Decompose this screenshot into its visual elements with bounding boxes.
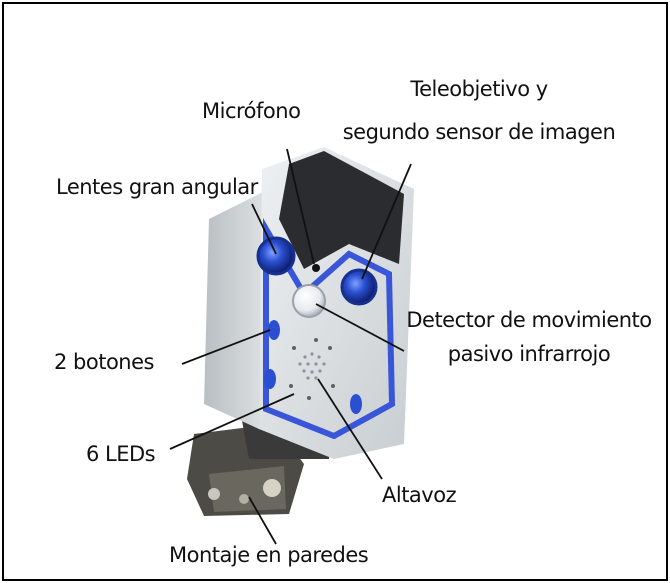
label-buttons: 2 botones <box>54 350 154 374</box>
microphone-hole <box>312 264 320 272</box>
label-wall-mount: Montaje en paredes <box>169 543 369 567</box>
housing-side <box>204 189 269 429</box>
pir-sensor <box>292 284 326 318</box>
label-pir-line2: pasivo infrarrojo <box>447 342 611 366</box>
leader-lines <box>169 148 412 545</box>
label-tele-line2: segundo sensor de imagen <box>342 120 616 144</box>
label-wide-angle: Lentes gran angular <box>56 175 258 199</box>
wide-angle-lens <box>256 236 296 276</box>
led-dots <box>289 338 335 400</box>
button-lower <box>264 369 276 389</box>
camera-illustration <box>169 147 414 545</box>
button-right <box>350 394 362 414</box>
label-microphone: Micrófono <box>202 99 301 123</box>
button-left <box>268 320 280 340</box>
speaker-grille <box>298 352 326 380</box>
label-leds: 6 LEDs <box>86 442 156 466</box>
tele-lens <box>340 268 378 306</box>
label-speaker: Altavoz <box>382 483 457 507</box>
dark-recess <box>279 151 404 269</box>
label-pir-line1: Detector de movimiento <box>406 308 652 332</box>
label-tele-line1: Teleobjetivo y <box>410 77 548 101</box>
